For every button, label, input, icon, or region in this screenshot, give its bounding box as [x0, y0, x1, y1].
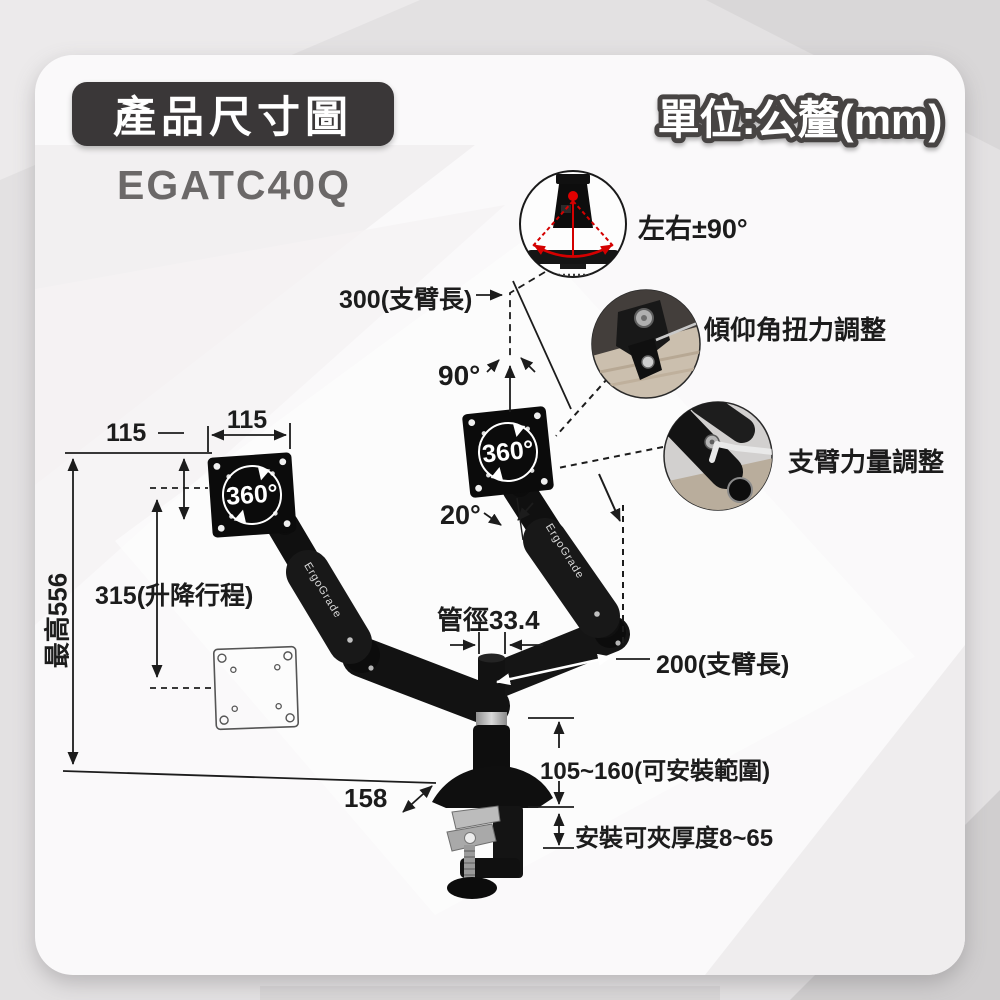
dimension-max-height	[62, 452, 437, 784]
label-upper-arm-300: 300(支臂長)	[339, 286, 473, 314]
label-rotate-left-360: 360°	[225, 479, 279, 511]
dimension-vesa-width	[207, 423, 291, 452]
label-lower-arm-200: 200(支臂長)	[656, 651, 790, 679]
unit-label: 單位:公釐(mm)	[653, 91, 948, 148]
callout-swivel-circle	[519, 170, 627, 278]
model-number: EGATC40Q	[117, 162, 351, 208]
label-vesa-width: 115	[226, 406, 268, 434]
dimension-lower-arm-200	[496, 653, 650, 686]
title-badge-label: 產品尺寸圖	[113, 94, 353, 142]
label-vesa-height: 115	[106, 419, 147, 447]
label-clamp-range: 安裝可夾厚度8~65	[575, 825, 774, 852]
label-install-range: 105~160(可安裝範圍)	[540, 758, 771, 785]
label-lift-stroke: 315(升降行程)	[95, 582, 254, 610]
label-callout-arm-force: 支臂力量調整	[788, 447, 945, 477]
callout-arm-force-circle	[663, 401, 773, 511]
ghost-vesa-plate	[212, 645, 300, 731]
right-vesa-plate	[462, 406, 554, 498]
dimension-pole-diameter	[450, 632, 543, 654]
unit-label-text: 單位:公釐(mm)	[658, 96, 943, 143]
callout-tilt-circle	[591, 289, 701, 399]
dimension-upper-arm-300	[476, 271, 572, 412]
title-badge: 產品尺寸圖	[72, 82, 394, 146]
label-pole-diameter: 管徑33.4	[437, 605, 540, 635]
dimension-vesa-height	[158, 432, 190, 520]
label-callout-swivel: 左右±90°	[638, 214, 748, 244]
dimension-tilt-20	[483, 497, 534, 541]
label-callout-tilt: 傾仰角扭力調整	[704, 315, 887, 345]
label-angle-90: 90°	[438, 360, 481, 391]
left-vesa-plate	[207, 452, 297, 538]
callout-connectors	[555, 377, 664, 648]
label-base-depth-158: 158	[344, 783, 388, 813]
label-tilt-20: 20°	[440, 500, 481, 530]
gas-spring-arms: ErgoGrade ErgoGrade	[267, 472, 620, 664]
dimension-install-range	[528, 717, 574, 849]
dimension-lift-stroke	[150, 487, 213, 689]
label-max-height: 最高556	[42, 572, 73, 669]
dimension-base-depth-158	[402, 785, 433, 813]
